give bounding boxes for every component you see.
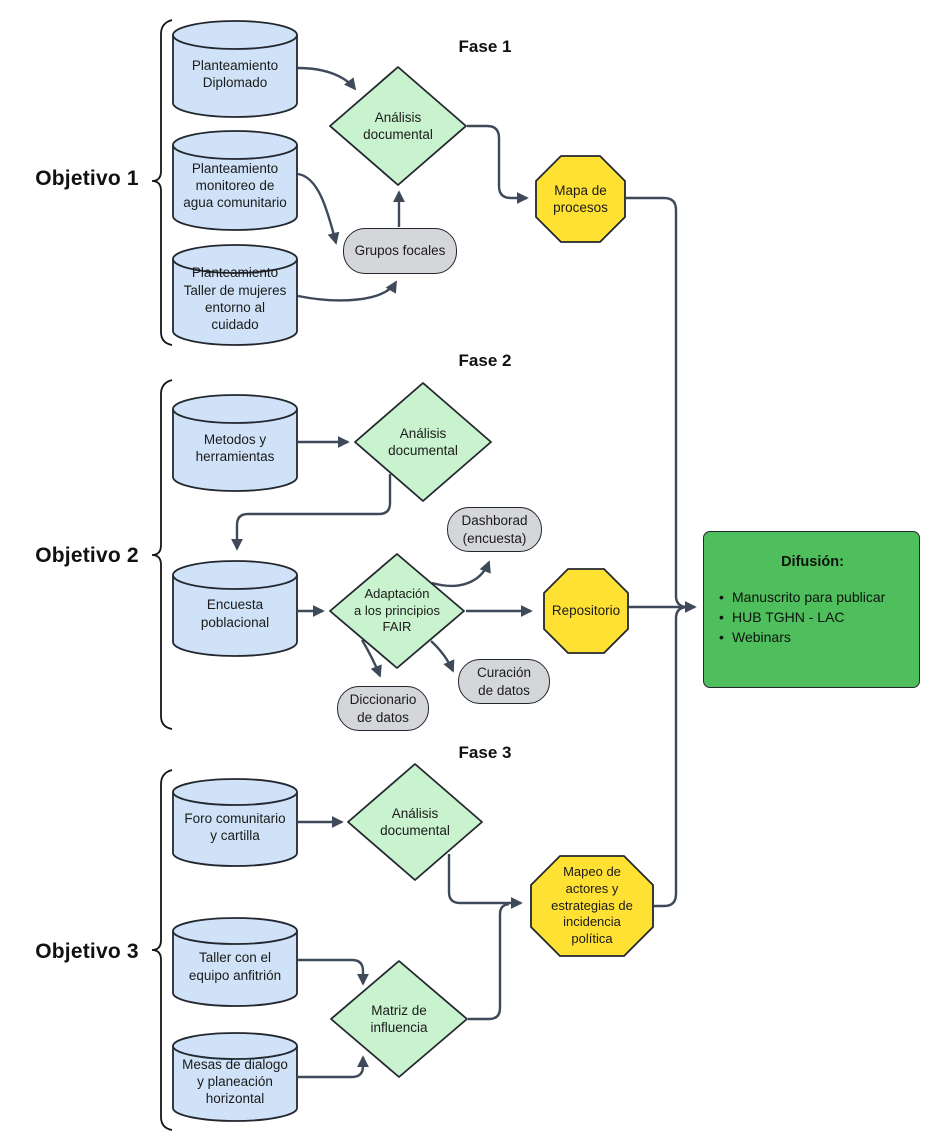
cylinder-taller-anfitrion: Taller con el equipo anfitrión [172, 917, 298, 1007]
difusion-box: Difusión: • Manuscrito para publicar • H… [703, 531, 920, 688]
objetivo-1-label: Objetivo 1 [35, 167, 139, 190]
octagon-mapa-procesos: Mapa de procesos [535, 155, 626, 243]
arrow-taller-anfitrion-to-matriz [298, 958, 369, 986]
arrow-analisis-f2-to-encuesta [231, 474, 392, 551]
cylinder-encuesta-poblacional: Encuesta poblacional [172, 560, 298, 657]
line-matriz-to-mapeo [468, 902, 510, 1021]
cylinder-planteamiento-diplomado: Planteamiento Diplomado [172, 20, 298, 118]
cylinder-foro-comunitario: Foro comunitario y cartilla [172, 778, 298, 867]
bullet-icon: • [719, 589, 724, 605]
pill-curacion-datos: Curación de datos [458, 659, 550, 704]
octagon-mapeo-actores: Mapeo de actores y estrategias de incide… [530, 855, 654, 957]
node-label: Metodos y herramientas [195, 431, 275, 464]
arrow-adaptacion-to-diccionario [360, 639, 382, 678]
diamond-analisis-documental-fase2: Análisis documental [354, 382, 492, 502]
node-label: Repositorio [551, 603, 621, 619]
difusion-list: • Manuscrito para publicar • HUB TGHN - … [719, 587, 906, 647]
node-label: Taller con el equipo anfitrión [188, 950, 282, 983]
line-mapa-to-junction [626, 196, 687, 609]
cylinder-planteamiento-taller: Planteamiento Taller de mujeres entorno … [172, 244, 298, 346]
node-label: Mapeo de actores y estrategias de incide… [551, 863, 633, 947]
objetivo3-brace [151, 769, 173, 1131]
line-mapeo-to-junction [654, 605, 687, 908]
arrow-analisis-f1-to-mapa [467, 124, 529, 204]
node-label: Planteamiento monitoreo de agua comunita… [183, 160, 287, 211]
arrow-mesas-to-matriz [298, 1055, 369, 1079]
arrow-monitoreo-to-grupos-focales [297, 172, 340, 245]
node-label: Encuesta poblacional [200, 597, 270, 630]
diamond-analisis-documental-fase1: Análisis documental [329, 66, 467, 186]
node-label: Mapa de procesos [553, 182, 608, 215]
node-label: Análisis documental [388, 425, 458, 458]
objetivo-3-label: Objetivo 3 [35, 940, 139, 963]
cylinder-metodos-herramientas: Metodos y herramientas [172, 394, 298, 492]
pill-dashborad-encuesta: Dashborad (encuesta) [447, 507, 542, 552]
bullet-icon: • [719, 609, 724, 625]
node-label: Mesas de dialogo y planeación horizontal [182, 1056, 288, 1107]
pill-grupos-focales: Grupos focales [343, 228, 457, 274]
objetivo1-brace [151, 19, 173, 346]
cylinder-planteamiento-monitoreo: Planteamiento monitoreo de agua comunita… [172, 130, 298, 231]
node-label: Matriz de influencia [370, 1002, 428, 1035]
list-item: • Manuscrito para publicar [719, 587, 906, 607]
arrow-adaptacion-to-dashborad [431, 560, 491, 588]
bullet-text: HUB TGHN - LAC [732, 609, 845, 625]
fase-1-label: Fase 1 [458, 37, 512, 56]
arrow-analisis-f3-to-mapeo [447, 854, 523, 909]
node-label: Análisis documental [380, 805, 450, 838]
node-label: Adaptación a los principios FAIR [354, 586, 440, 635]
list-item: • HUB TGHN - LAC [719, 607, 906, 627]
node-label: Planteamiento Taller de mujeres entorno … [183, 265, 287, 333]
diamond-matriz-influencia: Matriz de influencia [330, 960, 468, 1078]
arrow-adaptacion-to-curacion [430, 640, 455, 673]
objetivo-2-label: Objetivo 2 [35, 544, 139, 567]
arrow-diplomado-to-analisis-f1 [297, 66, 357, 91]
bullet-text: Manuscrito para publicar [732, 589, 886, 605]
fase-2-label: Fase 2 [458, 351, 512, 370]
list-item: • Webinars [719, 627, 906, 647]
bullet-icon: • [719, 629, 724, 645]
bullet-text: Webinars [732, 629, 791, 645]
difusion-title: Difusión: [781, 554, 844, 570]
diamond-analisis-documental-fase3: Análisis documental [347, 763, 483, 881]
octagon-repositorio: Repositorio [543, 568, 629, 654]
node-label: Foro comunitario y cartilla [184, 810, 286, 843]
cylinder-mesas-dialogo: Mesas de dialogo y planeación horizontal [172, 1032, 298, 1122]
node-label: Análisis documental [363, 109, 433, 142]
arrow-taller-mujeres-to-grupos-focales [297, 280, 398, 302]
pill-diccionario-datos: Diccionario de datos [337, 686, 429, 731]
node-label: Planteamiento Diplomado [191, 57, 279, 90]
diamond-adaptacion-fair: Adaptación a los principios FAIR [329, 553, 465, 669]
objetivo2-brace [151, 379, 173, 730]
fase-3-label: Fase 3 [458, 743, 512, 762]
